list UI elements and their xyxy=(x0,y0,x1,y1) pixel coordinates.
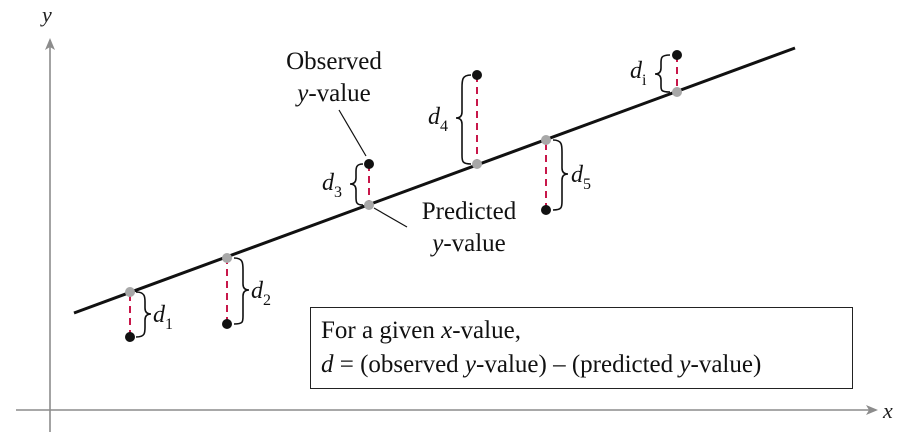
predicted-pointer xyxy=(373,207,408,228)
regression-line xyxy=(73,46,796,315)
observed-point-5 xyxy=(541,205,551,215)
label-d3: d3 xyxy=(322,170,342,201)
predicted-point-5 xyxy=(541,135,551,145)
label-d2: d2 xyxy=(251,278,271,309)
brace-d4 xyxy=(455,74,472,165)
label-d1: d1 xyxy=(153,302,173,333)
formula-line1: For a given x-value, xyxy=(321,317,521,344)
predicted-label-line2: y-value xyxy=(429,230,506,257)
label-d5: d5 xyxy=(571,162,591,193)
brace-di xyxy=(654,54,671,93)
observed-point-4 xyxy=(472,70,482,80)
predicted-point-6 xyxy=(672,87,682,97)
predicted-point-1 xyxy=(125,287,135,297)
observed-point-6 xyxy=(672,50,682,60)
observed-label-line2: y-value xyxy=(294,80,371,107)
formula-box: For a given x-value, d = (observed y-val… xyxy=(310,307,853,389)
observed-pointer xyxy=(338,109,367,157)
distance-labels: d1 d2 d3 d4 d5 di xyxy=(153,58,647,333)
braces xyxy=(135,54,671,338)
brace-d3 xyxy=(349,163,364,206)
brace-d5 xyxy=(552,139,569,211)
residual-segments xyxy=(129,55,678,337)
formula-line2: d = (observed y-value) – (predicted y-va… xyxy=(321,351,762,378)
brace-d2 xyxy=(233,257,250,325)
predicted-point-3 xyxy=(364,200,374,210)
predicted-label-line1: Predicted xyxy=(422,198,517,225)
observed-point-2 xyxy=(222,319,232,329)
brace-d1 xyxy=(135,291,152,338)
predicted-point-4 xyxy=(472,159,482,169)
x-axis-label: x xyxy=(882,398,893,423)
label-di: di xyxy=(630,58,647,89)
predicted-point-2 xyxy=(222,253,232,263)
data-points xyxy=(125,50,682,342)
y-axis-label: y xyxy=(40,2,52,27)
label-d4: d4 xyxy=(428,104,448,135)
observed-point-1 xyxy=(125,332,135,342)
observed-point-3 xyxy=(364,159,374,169)
observed-label-line1: Observed xyxy=(286,48,382,75)
